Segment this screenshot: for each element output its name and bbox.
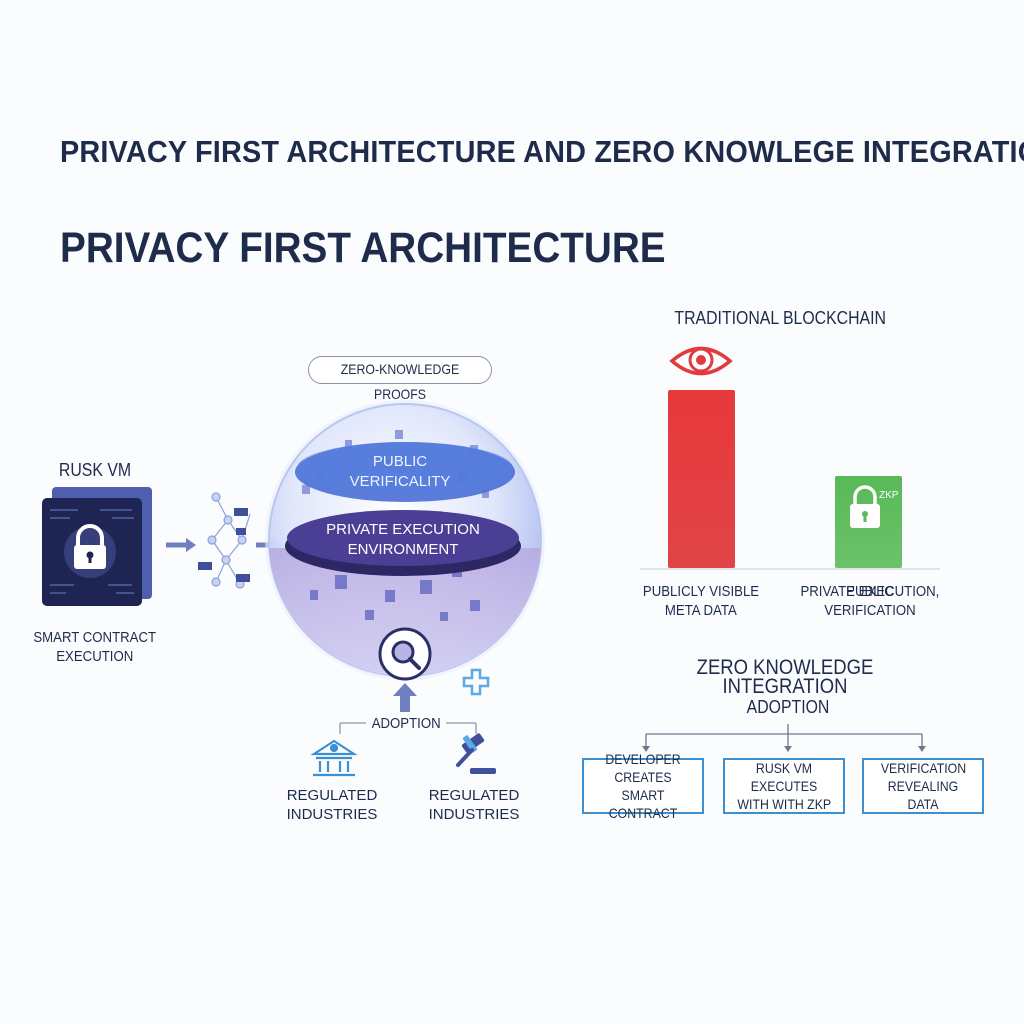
lock-icon: [850, 485, 880, 528]
adoption-label-right: ADOPTION: [746, 697, 830, 717]
network-nodes-icon: [198, 492, 251, 589]
industry-label-1: REGULATED INDUSTRIES: [286, 787, 378, 823]
plus-icon: [462, 668, 490, 696]
section-title: PRIVACY FIRST ARCHITECTURE: [60, 224, 666, 272]
smart-contract-label: SMART CONTRACT EXECUTION: [33, 629, 157, 665]
connector-arrowheads: [642, 746, 926, 752]
red-bar-label: PUBLICLY VISIBLE META DATA: [642, 583, 760, 619]
zkp-pill: ZERO-KNOWLEDGE PROOFS: [308, 356, 492, 402]
adoption-connector-right: [645, 724, 923, 748]
eye-icon: [669, 346, 733, 376]
adoption-connector-left: [339, 722, 477, 734]
gavel-icon: [456, 733, 496, 774]
industry-label-2: REGULATED INDUSTRIES: [428, 787, 520, 823]
rusk-vm-label: RUSK VM: [58, 460, 132, 480]
rusk-vm-panel: [42, 487, 152, 606]
adoption-label-left: ADOPTION: [371, 715, 441, 732]
flow-arrow-1: [166, 538, 196, 552]
page-title: PRIVACY FIRST ARCHITECTURE AND ZERO KNOW…: [60, 134, 1024, 169]
red-bar: [668, 390, 735, 568]
sphere-public-verificality: PUBLIC VERIFICALITY: [349, 453, 451, 490]
search-icon: [378, 627, 432, 681]
up-arrow: [393, 683, 417, 712]
green-bar-label: PRIVATE EXECUTION, PUBLIC VERIFICATION: [800, 583, 940, 619]
zk-integration-label: ZERO KNOWLEDGE INTEGRATION: [696, 656, 874, 698]
zkp-badge: ZKP: [879, 490, 899, 501]
bank-icon: [310, 739, 358, 777]
traditional-blockchain-label: TRADITIONAL BLOCKCHAIN: [674, 308, 886, 328]
sphere-private-execution: PRIVATE EXECUTION ENVIRONMENT: [326, 521, 480, 558]
privacy-sphere: [265, 400, 545, 680]
